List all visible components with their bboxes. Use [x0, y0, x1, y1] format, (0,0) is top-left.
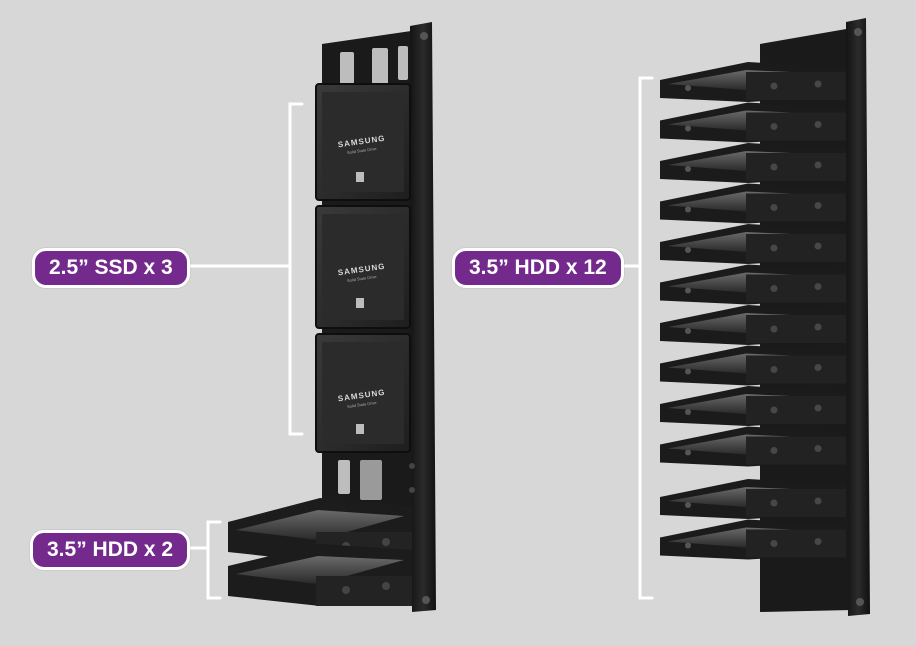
right-rack-screw: [856, 598, 864, 606]
hdd-tray: [660, 386, 846, 426]
hdd-tray: [660, 264, 846, 305]
left-rack-screw: [422, 596, 430, 604]
hdd-left-bracket: [206, 520, 222, 600]
hdd-tray: [228, 544, 412, 606]
hdd-tray: [660, 62, 846, 102]
left-rack-slot: [372, 48, 388, 84]
ssd-subtitle-label: Solid State Drive: [347, 274, 378, 283]
ssd-subtitle-label: Solid State Drive: [347, 146, 378, 155]
left-rack-slot: [360, 460, 382, 500]
hdd-tray: [660, 143, 846, 183]
left-rack-rail: [410, 22, 436, 612]
hdd-tray: [660, 183, 846, 224]
hdd-left-count-badge: 3.5” HDD x 2: [30, 530, 191, 570]
ssd-drive: SAMSUNG Solid State Drive: [315, 205, 411, 329]
left-rack-screw: [409, 463, 415, 469]
ssd-sticker: [356, 298, 364, 308]
left-rack-slot: [398, 46, 408, 80]
ssd-sticker: [356, 424, 364, 434]
right-rack-rail: [846, 18, 870, 616]
right-hdd-trays: [660, 62, 846, 560]
left-rack-slot: [340, 52, 354, 84]
ssd-drive: SAMSUNG Solid State Drive: [315, 83, 411, 201]
ssd-count-badge: 2.5” SSD x 3: [32, 248, 190, 288]
hdd-tray: [660, 345, 846, 386]
hdd-tray: [660, 426, 846, 467]
left-rack-screw: [409, 487, 415, 493]
ssd-subtitle-label: Solid State Drive: [347, 400, 378, 409]
ssd-drive: SAMSUNG Solid State Drive: [315, 333, 411, 453]
hdd-right-count-badge: 3.5” HDD x 12: [452, 248, 624, 288]
hdd-tray: [660, 224, 846, 264]
hdd-tray: [660, 102, 846, 143]
ssd-bracket: [288, 102, 304, 436]
left-rack-screw: [420, 32, 428, 40]
hdd-tray: [660, 519, 846, 560]
ssd-sticker: [356, 172, 364, 182]
left-rack-slot: [338, 460, 350, 494]
hdd-tray: [660, 479, 846, 519]
left-rack: SAMSUNG Solid State Drive SAMSUNG Solid …: [228, 22, 436, 612]
hdd-right-bracket: [638, 76, 654, 600]
hdd-tray: [660, 305, 846, 345]
right-rack-screw: [854, 28, 862, 36]
